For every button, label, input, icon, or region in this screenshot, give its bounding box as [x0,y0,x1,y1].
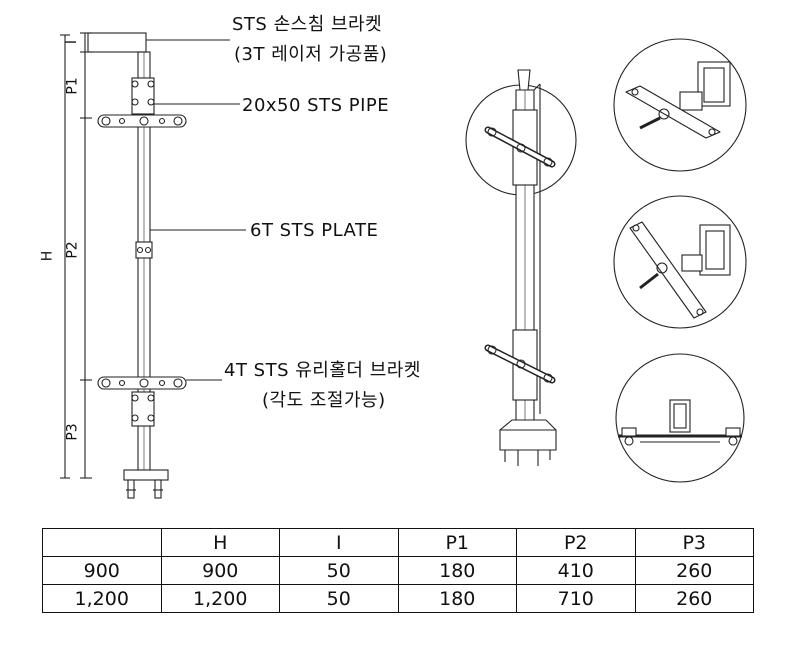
table-header-cell: P3 [634,528,754,557]
base-plate [123,469,169,481]
detail-views [613,38,747,483]
table-row: 1,200 1,200 50 180 710 260 [42,584,754,613]
label-plate: 6T STS PLATE [250,220,379,241]
table-header-cell [42,528,162,557]
table-cell: 180 [397,556,517,585]
lower-glass-holder [97,376,187,390]
table-cell: 710 [516,584,636,613]
label-bracket-note: (3T 레이저 가공품) [234,44,388,65]
table-cell: 1,200 [42,584,162,613]
table-cell: 410 [516,556,636,585]
table-header-cell: H [160,528,280,557]
table-cell: 260 [634,556,754,585]
spec-table: H I P1 P2 P3 900 900 50 180 410 260 1,20… [42,528,754,613]
table-header-cell: P2 [516,528,636,557]
table-row: 900 900 50 180 410 260 [42,556,754,585]
table-header-cell: I [279,528,399,557]
table-cell: 180 [397,584,517,613]
dim-label-p3: P3 [64,423,81,441]
detail-circle-1 [613,38,747,172]
upper-glass-holder [97,114,187,128]
table-cell: 260 [634,584,754,613]
dim-label-p1: P1 [64,77,81,95]
isometric-post-drawing [465,69,577,466]
table-cell: 50 [279,556,399,585]
table-cell: 900 [160,556,280,585]
label-glass-holder: 4T STS 유리홀더 브라켓 [224,360,421,381]
table-header-cell: P1 [397,528,517,557]
table-cell: 50 [279,584,399,613]
handrail-bracket [87,32,147,53]
label-holder-note: (각도 조절가능) [262,390,386,411]
dim-label-p2: P2 [64,241,81,259]
dim-label-i: I [64,39,81,45]
table-header-row: H I P1 P2 P3 [42,528,754,557]
table-cell: 900 [42,556,162,585]
label-pipe: 20x50 STS PIPE [242,95,390,116]
detail-circle-3 [615,353,745,483]
label-bracket-title: STS 손스침 브라켓 [232,14,383,35]
dim-label-h: H [39,250,56,262]
detail-circle-2 [613,195,747,329]
table-cell: 1,200 [160,584,280,613]
